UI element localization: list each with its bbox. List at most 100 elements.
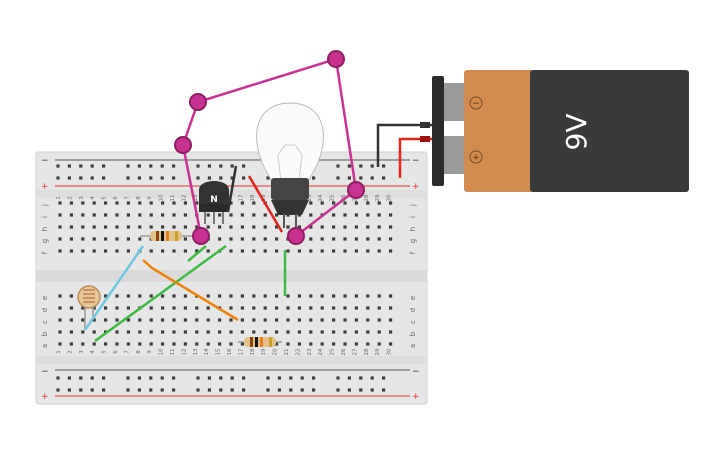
terminal-hole[interactable] — [149, 342, 153, 346]
resistor-upper[interactable] — [140, 231, 197, 241]
rail-hole[interactable] — [230, 376, 234, 380]
terminal-hole[interactable] — [183, 225, 187, 229]
npn-transistor[interactable]: N — [199, 181, 229, 224]
terminal-hole[interactable] — [81, 306, 85, 310]
rail-hole[interactable] — [196, 388, 200, 392]
wire-magenta[interactable] — [181, 57, 358, 237]
rail-hole[interactable] — [102, 376, 106, 380]
terminal-hole[interactable] — [229, 342, 233, 346]
terminal-hole[interactable] — [126, 201, 130, 205]
terminal-hole[interactable] — [332, 294, 336, 298]
terminal-hole[interactable] — [275, 330, 279, 334]
terminal-hole[interactable] — [81, 201, 85, 205]
rail-hole[interactable] — [336, 176, 340, 180]
rail-hole[interactable] — [230, 176, 234, 180]
rail-hole[interactable] — [90, 164, 94, 168]
terminal-hole[interactable] — [138, 213, 142, 217]
terminal-hole[interactable] — [366, 330, 370, 334]
terminal-hole[interactable] — [309, 225, 313, 229]
terminal-hole[interactable] — [240, 213, 244, 217]
terminal-hole[interactable] — [58, 294, 62, 298]
terminal-hole[interactable] — [229, 306, 233, 310]
terminal-hole[interactable] — [218, 225, 222, 229]
rail-hole[interactable] — [160, 388, 164, 392]
terminal-hole[interactable] — [126, 213, 130, 217]
terminal-hole[interactable] — [320, 306, 324, 310]
terminal-hole[interactable] — [69, 237, 73, 241]
terminal-hole[interactable] — [343, 249, 347, 253]
terminal-hole[interactable] — [92, 330, 96, 334]
rail-hole[interactable] — [336, 376, 340, 380]
terminal-hole[interactable] — [172, 330, 176, 334]
terminal-hole[interactable] — [115, 306, 119, 310]
terminal-hole[interactable] — [58, 225, 62, 229]
terminal-hole[interactable] — [263, 294, 267, 298]
terminal-hole[interactable] — [183, 249, 187, 253]
terminal-hole[interactable] — [389, 330, 393, 334]
terminal-hole[interactable] — [309, 294, 313, 298]
terminal-hole[interactable] — [149, 294, 153, 298]
rail-hole[interactable] — [312, 176, 316, 180]
rail-hole[interactable] — [207, 376, 211, 380]
terminal-hole[interactable] — [263, 225, 267, 229]
wire-magenta-node-2[interactable] — [174, 136, 192, 154]
terminal-hole[interactable] — [389, 237, 393, 241]
rail-hole[interactable] — [67, 164, 71, 168]
terminal-hole[interactable] — [297, 342, 301, 346]
terminal-hole[interactable] — [161, 201, 165, 205]
wire-blue[interactable] — [83, 245, 145, 331]
terminal-hole[interactable] — [389, 213, 393, 217]
terminal-hole[interactable] — [275, 318, 279, 322]
terminal-hole[interactable] — [252, 249, 256, 253]
terminal-hole[interactable] — [354, 225, 358, 229]
terminal-hole[interactable] — [377, 306, 381, 310]
rail-hole[interactable] — [172, 376, 176, 380]
terminal-hole[interactable] — [104, 225, 108, 229]
battery-wire-negative[interactable] — [376, 123, 432, 167]
battery-9v[interactable]: − + 9V — [432, 70, 689, 192]
terminal-hole[interactable] — [263, 306, 267, 310]
terminal-hole[interactable] — [149, 330, 153, 334]
terminal-hole[interactable] — [240, 330, 244, 334]
rail-hole[interactable] — [102, 388, 106, 392]
terminal-hole[interactable] — [104, 294, 108, 298]
rail-hole[interactable] — [149, 388, 153, 392]
terminal-hole[interactable] — [343, 201, 347, 205]
terminal-hole[interactable] — [332, 237, 336, 241]
terminal-hole[interactable] — [149, 213, 153, 217]
rail-hole[interactable] — [67, 176, 71, 180]
terminal-hole[interactable] — [332, 213, 336, 217]
wire-red[interactable] — [247, 175, 284, 233]
terminal-hole[interactable] — [172, 318, 176, 322]
terminal-hole[interactable] — [69, 330, 73, 334]
terminal-hole[interactable] — [343, 213, 347, 217]
terminal-hole[interactable] — [343, 330, 347, 334]
terminal-hole[interactable] — [183, 318, 187, 322]
terminal-hole[interactable] — [92, 225, 96, 229]
terminal-hole[interactable] — [69, 201, 73, 205]
rail-hole[interactable] — [149, 376, 153, 380]
rail-hole[interactable] — [56, 164, 60, 168]
terminal-hole[interactable] — [115, 201, 119, 205]
terminal-hole[interactable] — [297, 330, 301, 334]
terminal-hole[interactable] — [354, 237, 358, 241]
terminal-hole[interactable] — [286, 318, 290, 322]
terminal-hole[interactable] — [92, 342, 96, 346]
rail-hole[interactable] — [67, 376, 71, 380]
terminal-hole[interactable] — [81, 213, 85, 217]
rail-hole[interactable] — [172, 164, 176, 168]
rail-hole[interactable] — [207, 176, 211, 180]
rail-hole[interactable] — [90, 176, 94, 180]
terminal-hole[interactable] — [218, 330, 222, 334]
rail-hole[interactable] — [137, 164, 141, 168]
rail-hole[interactable] — [336, 388, 340, 392]
terminal-hole[interactable] — [263, 330, 267, 334]
rail-hole[interactable] — [347, 176, 351, 180]
terminal-hole[interactable] — [206, 249, 210, 253]
terminal-hole[interactable] — [149, 318, 153, 322]
terminal-hole[interactable] — [263, 318, 267, 322]
terminal-hole[interactable] — [389, 318, 393, 322]
terminal-hole[interactable] — [377, 342, 381, 346]
terminal-hole[interactable] — [320, 294, 324, 298]
terminal-hole[interactable] — [309, 249, 313, 253]
